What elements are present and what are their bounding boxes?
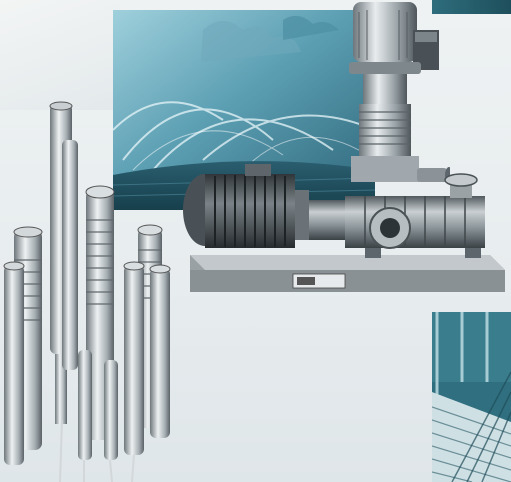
submersible-pumps-art: [3, 101, 171, 482]
horizontal-multistage-pump: [175, 160, 511, 310]
top-left-pale-area: [0, 0, 120, 110]
vertical-pump-art: [349, 2, 450, 183]
corner-architecture-art: [432, 312, 511, 482]
submersible-pumps: [0, 100, 185, 482]
horizontal-pump-art: [183, 164, 505, 292]
corner-photo-top: [432, 0, 511, 14]
corner-architecture-photo: [432, 312, 511, 482]
vertical-multistage-pump: [345, 0, 450, 200]
